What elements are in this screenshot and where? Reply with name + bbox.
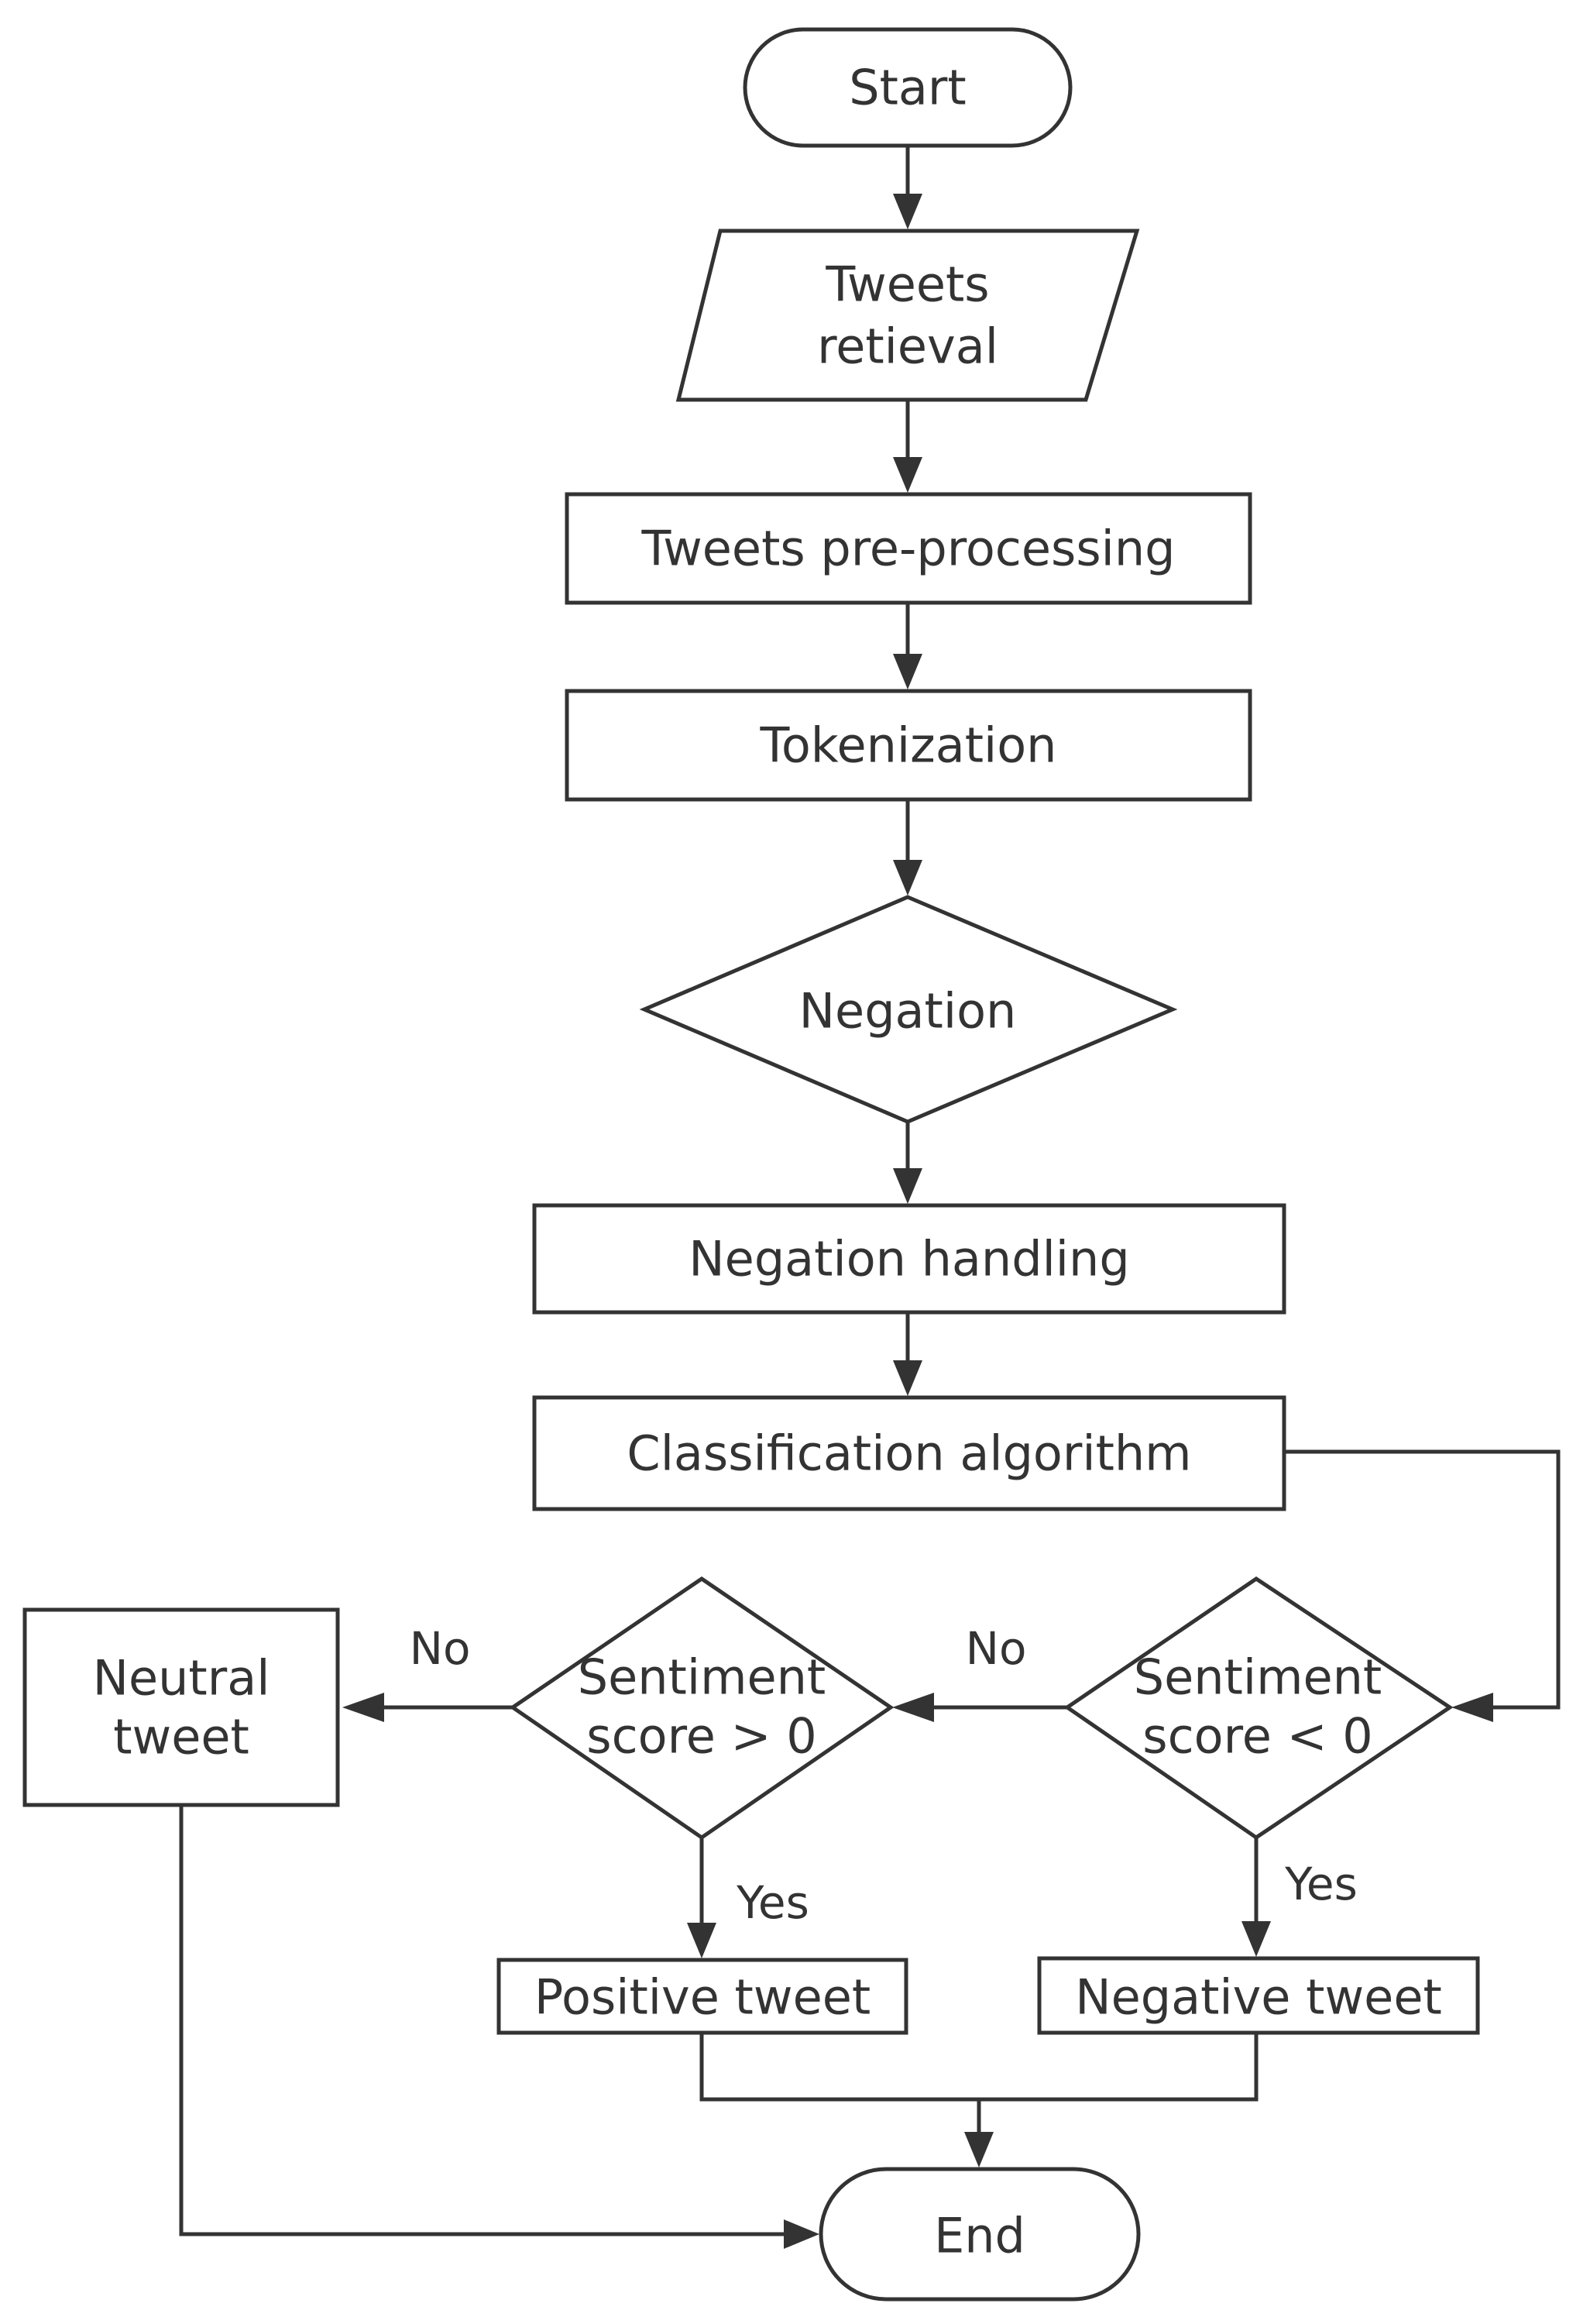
tweets-retrieval-label-line2: retieval (817, 318, 998, 375)
negation-handling-label: Negation handling (689, 1231, 1129, 1287)
negative-label: Negative tweet (1075, 1969, 1442, 2026)
score-gt-label-line1: Sentiment (578, 1649, 826, 1706)
arrowhead-to-end (964, 2132, 994, 2168)
edge-labels: No No Yes Yes (410, 1622, 1358, 1929)
positive-label: Positive tweet (534, 1969, 871, 2026)
connectors (179, 146, 1561, 2249)
node-classification: Classification algorithm (532, 1395, 1286, 1511)
score-lt-label-line1: Sentiment (1134, 1649, 1382, 1706)
edge-label-lt-no: No (966, 1622, 1027, 1675)
edge-label-lt-yes: Yes (1284, 1858, 1358, 1910)
arrowhead-classification-to-score-lt (1451, 1693, 1493, 1722)
neutral-label-line1: Neutral (93, 1650, 270, 1707)
arrowhead-tokenization-to-negation (893, 860, 922, 896)
node-negative-tweet: Negative tweet (1037, 1956, 1480, 2035)
node-negation: Negation (639, 895, 1178, 1124)
arrowhead-score-gt-to-positive (687, 1923, 716, 1958)
arrowhead-handling-to-classification (893, 1360, 922, 1396)
edge-positive-negative-to-end (699, 2033, 1259, 2138)
score-gt-label-line2: score > 0 (586, 1708, 816, 1765)
tweets-retrieval-label-line1: Tweets (825, 256, 989, 313)
arrowhead-negation-to-handling (893, 1168, 922, 1204)
node-score-lt-zero: Sentiment score < 0 (1063, 1576, 1454, 1841)
node-score-gt-zero: Sentiment score > 0 (509, 1576, 895, 1841)
neutral-label-line2: tweet (113, 1709, 249, 1765)
classification-label: Classification algorithm (627, 1425, 1191, 1482)
preprocessing-label: Tweets pre-processing (640, 521, 1175, 577)
arrowhead-start-to-retrieval (893, 194, 922, 229)
arrowhead-retrieval-to-preprocessing (893, 457, 922, 493)
node-neutral-tweet: Neutral tweet (22, 1607, 340, 1807)
node-start: Start (743, 27, 1073, 148)
node-tweets-retrieval: Tweets retieval (675, 229, 1140, 402)
node-positive-tweet: Positive tweet (496, 1958, 908, 2035)
edge-label-gt-no: No (410, 1622, 471, 1675)
score-lt-label-line2: score < 0 (1142, 1708, 1372, 1765)
node-negation-handling: Negation handling (532, 1203, 1286, 1315)
arrowhead-preprocessing-to-tokenization (893, 654, 922, 689)
tokenization-label: Tokenization (760, 717, 1057, 774)
arrowhead-score-lt-to-negative (1241, 1921, 1271, 1957)
end-label: End (934, 2208, 1025, 2264)
arrowhead-neutral-to-end (784, 2219, 819, 2249)
arrowhead-score-gt-to-neutral (342, 1693, 384, 1722)
start-label: Start (849, 60, 966, 116)
node-end: End (819, 2167, 1141, 2302)
node-tokenization: Tokenization (565, 689, 1252, 802)
negation-label: Negation (799, 983, 1017, 1040)
edge-label-gt-yes: Yes (736, 1876, 809, 1929)
edge-neutral-to-end (179, 1805, 790, 2236)
arrowhead-score-lt-to-score-gt (892, 1693, 934, 1722)
node-preprocessing: Tweets pre-processing (565, 492, 1252, 605)
edge-classification-to-score-lt (1284, 1449, 1561, 1710)
